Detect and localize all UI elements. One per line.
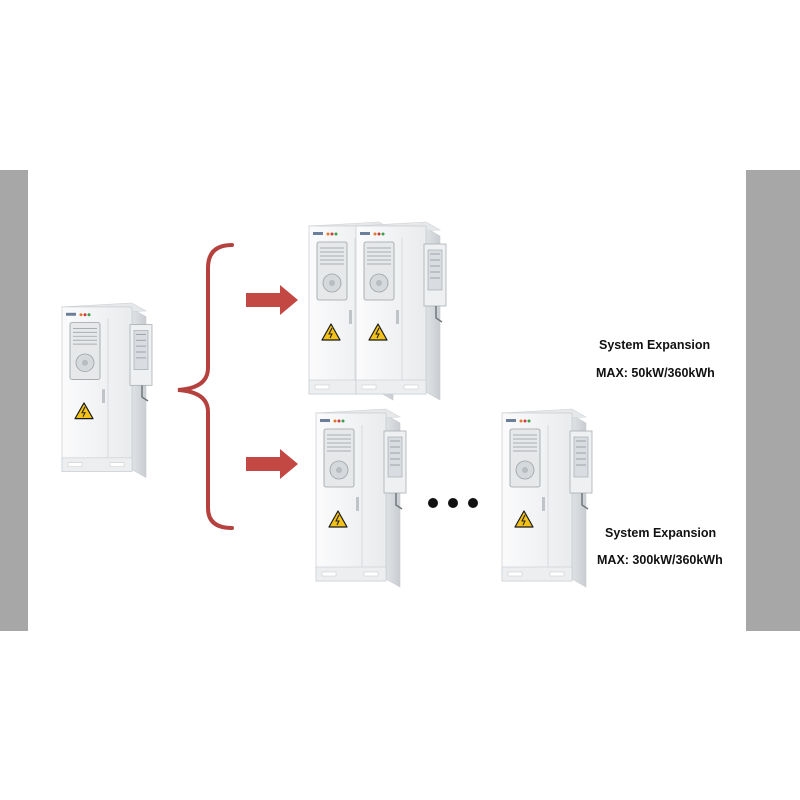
expansion-bottom-max: MAX: 300kW/360kWh [597, 553, 723, 567]
arrow-right-icon [246, 449, 298, 479]
cabinet-bottom-first [315, 408, 407, 588]
branch-bracket [177, 243, 234, 530]
arrow-right-icon [246, 285, 298, 315]
double-cabinet [308, 221, 447, 401]
left-side-bar [0, 170, 28, 631]
ellipsis-icon [428, 498, 478, 508]
cabinet-bottom-last [501, 408, 593, 588]
expansion-bottom-title: System Expansion [605, 526, 717, 540]
expansion-top-title: System Expansion [599, 338, 711, 352]
right-side-bar [746, 170, 800, 631]
source-cabinet [61, 302, 153, 479]
expansion-top-max: MAX: 50kW/360kWh [596, 366, 715, 380]
